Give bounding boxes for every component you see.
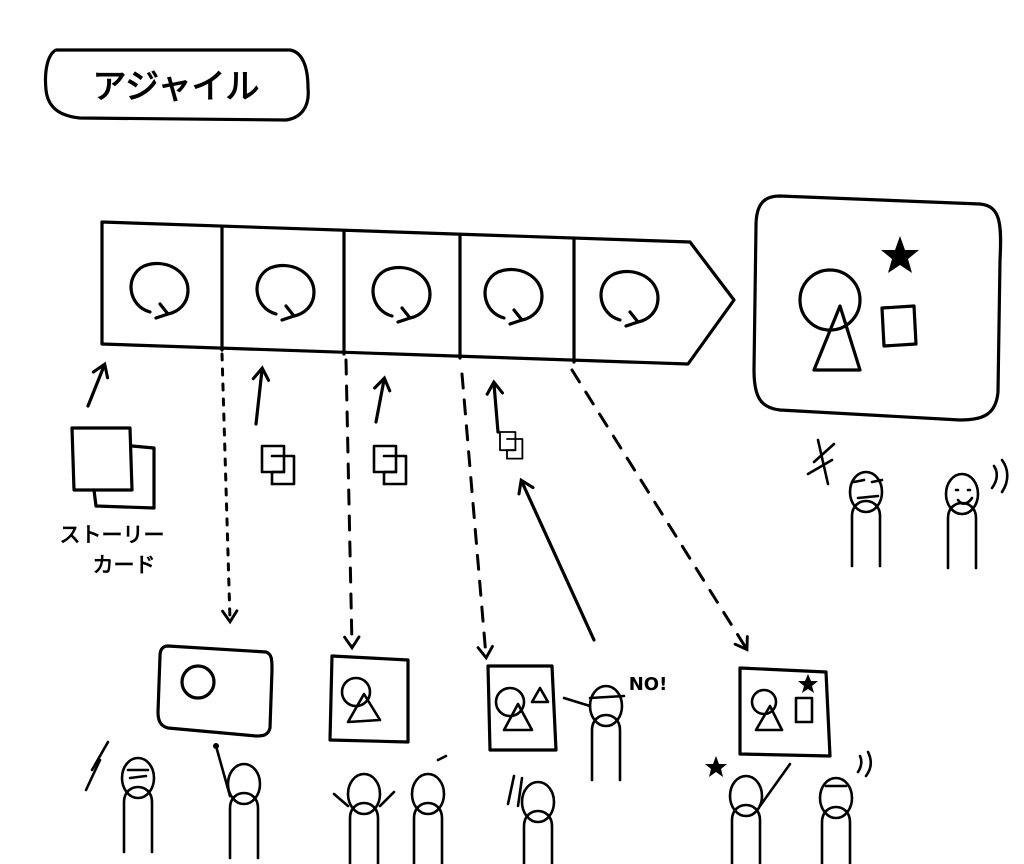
star-icon (798, 674, 818, 693)
final-product-screen (752, 194, 1003, 422)
person-icon (944, 472, 980, 570)
arrow-icon (251, 365, 271, 426)
circle-icon (180, 664, 216, 700)
release-arrow-1 (220, 352, 239, 625)
person-icon (120, 756, 156, 854)
story-card-icon (499, 431, 524, 460)
triangle-icon (812, 304, 862, 372)
iteration-cycle-icon (255, 263, 316, 322)
person-icon (410, 772, 446, 864)
square-icon (794, 696, 814, 724)
story-card-label-line2: カード (93, 553, 156, 577)
person-icon (848, 470, 884, 568)
star-icon (881, 236, 919, 273)
release-screen-3 (486, 664, 558, 752)
cheer-marks (806, 438, 836, 486)
arrow-icon (373, 375, 392, 424)
iteration-cycle-icon (483, 267, 544, 326)
release-arrow-2 (343, 358, 361, 651)
person-icon (588, 684, 624, 782)
arrow-icon (86, 361, 110, 408)
release-screen-2 (328, 654, 410, 744)
exclamation: NO! (629, 674, 668, 695)
story-card-icon (372, 444, 408, 486)
story-card-stack-large: ストーリー カード (60, 361, 165, 577)
release-arrow-4 (570, 368, 749, 652)
story-card-icon (260, 444, 296, 486)
release-screen-4 (738, 666, 832, 758)
circle-icon (798, 268, 862, 332)
iteration-bar (100, 220, 736, 366)
person-icon (728, 774, 764, 864)
release-arrow-3 (460, 372, 494, 661)
release-screen-1 (156, 644, 274, 738)
title-box: アジャイル (43, 48, 310, 122)
person-icon (818, 776, 854, 864)
iteration-cycle-icon (599, 269, 660, 328)
diagram-title: アジャイル (93, 67, 260, 107)
circle-icon (340, 676, 372, 708)
person-icon (520, 780, 556, 864)
triangle-icon (502, 702, 534, 732)
person-icon (226, 762, 262, 860)
arrow-icon (485, 379, 504, 434)
triangle-icon (530, 686, 550, 704)
square-icon (880, 304, 918, 348)
circle-icon (494, 686, 526, 718)
iteration-cycle-icon (371, 265, 432, 324)
person-icon (346, 772, 382, 864)
iteration-cycle-icon (129, 261, 190, 320)
star-icon (705, 756, 727, 777)
feedback-arrow (517, 477, 596, 642)
triangle-icon (754, 704, 784, 732)
triangle-icon (346, 692, 382, 724)
story-card-label-line1: ストーリー (60, 523, 165, 547)
